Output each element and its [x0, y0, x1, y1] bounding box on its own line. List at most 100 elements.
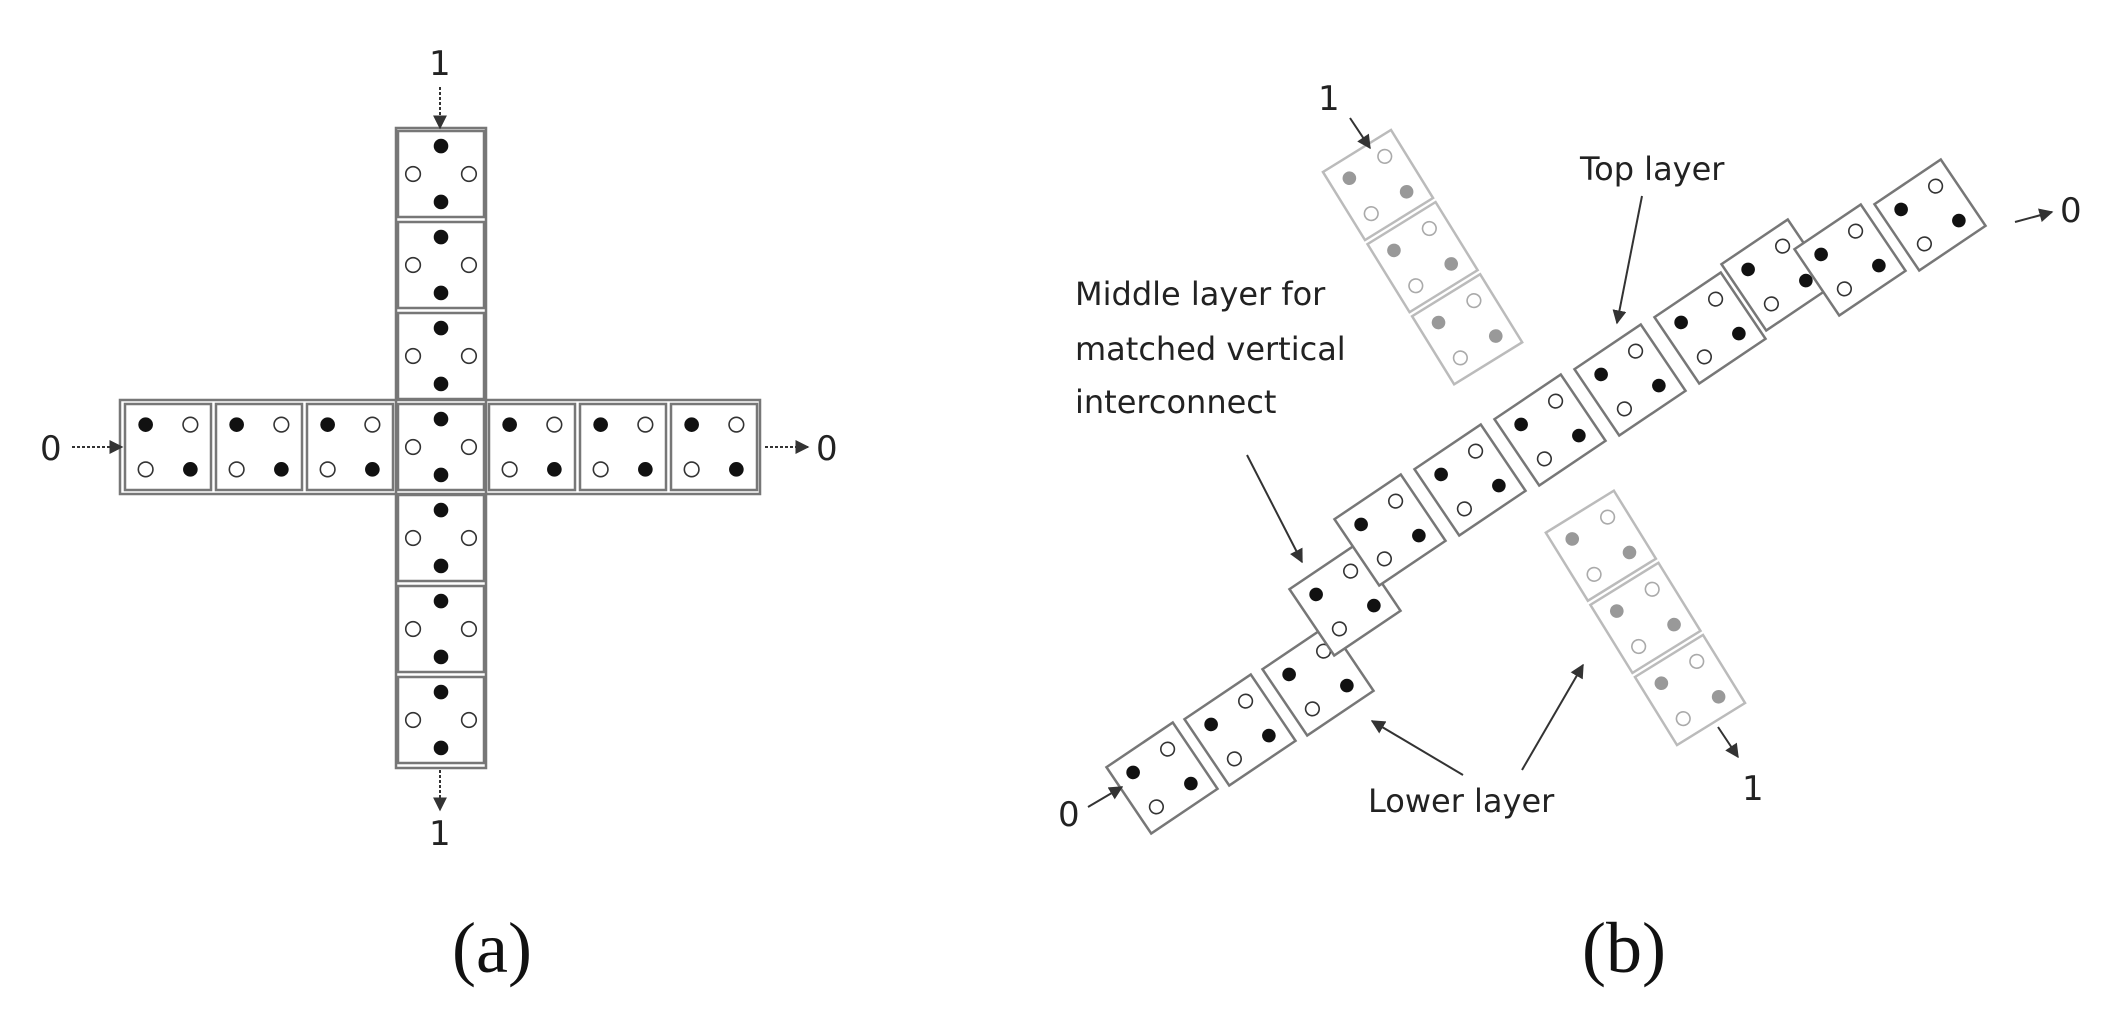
filled-dot: [433, 502, 449, 518]
faded-cell-group: [1410, 272, 1524, 387]
open-dot: [460, 438, 478, 456]
cell-border: [1652, 270, 1768, 386]
cell-border: [487, 402, 577, 492]
arrow-b-output-bottom: [1717, 726, 1739, 759]
filled-dot: [183, 462, 198, 477]
vertical-wire-cell: [396, 220, 486, 310]
open-dot: [182, 416, 199, 433]
vertical-wire-cell: [396, 584, 486, 674]
arrow-b-output-right: [2014, 208, 2054, 223]
open-dot: [1775, 238, 1791, 254]
open-dot: [1408, 278, 1424, 294]
filled-dot: [433, 558, 449, 574]
top-layer-cell: [1872, 157, 1988, 273]
filled-dot: [433, 684, 449, 700]
panel-b-output-right-label: 0: [2060, 191, 2082, 231]
faded-cell-group: [1588, 561, 1703, 675]
filled-dot: [433, 467, 449, 483]
filled-dot: [1610, 604, 1624, 618]
black-cell-group: [1492, 372, 1608, 488]
lower-layer-label: Lower layer: [1368, 782, 1555, 820]
pointer-lower-layer-right: [1521, 663, 1584, 771]
filled-dot: [229, 417, 244, 432]
filled-dot: [1952, 213, 1966, 228]
filled-dot: [1309, 587, 1323, 602]
open-dot: [1548, 393, 1564, 409]
open-dot: [1928, 178, 1944, 194]
open-dot: [319, 461, 336, 478]
cell-border: [1544, 488, 1658, 603]
lower-layer-cell: [1588, 561, 1703, 675]
middle-layer-label-line3: interconnect: [1075, 383, 1276, 421]
cell-border: [1321, 128, 1435, 242]
filled-dot: [684, 417, 699, 432]
panel-a-cells: [118, 126, 762, 770]
top-layer-cell: [1182, 672, 1298, 788]
open-dot: [683, 461, 700, 478]
filled-dot: [1262, 728, 1276, 743]
vertical-wire-cell: [396, 675, 486, 765]
black-cell-group: [1872, 157, 1988, 273]
panel-b-input-bottom-left-label: 0: [1058, 795, 1080, 835]
open-dot: [273, 416, 290, 433]
open-dot: [592, 461, 609, 478]
open-dot: [1421, 220, 1437, 237]
filled-dot: [1894, 202, 1908, 217]
open-dot: [1675, 711, 1691, 727]
black-cell-group: [1182, 672, 1298, 788]
top-layer-cell: [1652, 270, 1768, 386]
open-dot: [1628, 343, 1644, 359]
horizontal-wire-cell: [487, 402, 577, 492]
filled-dot: [1652, 378, 1666, 393]
filled-dot: [1282, 667, 1296, 682]
open-dot: [1468, 443, 1484, 459]
filled-dot: [547, 462, 562, 477]
open-dot: [1644, 581, 1660, 597]
cell-border: [1572, 322, 1688, 438]
pointer-middle-layer: [1246, 454, 1303, 564]
filled-dot: [433, 320, 449, 336]
open-dot: [460, 256, 478, 274]
open-dot: [1388, 493, 1404, 509]
top-layer-cell: [1260, 622, 1376, 738]
filled-dot: [433, 411, 449, 427]
faded-cell-group: [1544, 488, 1658, 603]
filled-dot: [433, 138, 449, 154]
cell-border: [305, 402, 395, 492]
lower-layer-cell: [1410, 272, 1524, 387]
top-layer-cell: [1572, 322, 1688, 438]
vertical-wire-cell: [396, 493, 486, 583]
open-dot: [1696, 349, 1712, 365]
open-dot: [728, 416, 745, 433]
open-dot: [1708, 291, 1724, 307]
open-dot: [404, 711, 422, 729]
open-dot: [501, 461, 518, 478]
open-dot: [1916, 236, 1932, 252]
filled-dot: [1572, 428, 1586, 443]
panel-a-caption: (a): [452, 908, 532, 988]
open-dot: [637, 416, 654, 433]
panel-a-coplanar-crossover: 0 0 1 1 (a): [40, 44, 838, 988]
panel-a-vertical-output-label: 1: [429, 814, 451, 854]
filled-dot: [365, 462, 380, 477]
filled-dot: [274, 462, 289, 477]
open-dot: [460, 529, 478, 547]
cell-border: [1260, 622, 1376, 738]
open-dot: [1466, 293, 1482, 309]
open-dot: [1238, 693, 1254, 709]
open-dot: [1452, 350, 1468, 366]
open-dot: [546, 416, 563, 433]
filled-dot: [729, 462, 744, 477]
open-dot: [404, 438, 422, 456]
open-dot: [460, 165, 478, 183]
panel-a-vertical-input-label: 1: [429, 44, 451, 84]
cell-border: [1492, 372, 1608, 488]
open-dot: [1377, 148, 1393, 164]
top-layer-cell: [1412, 422, 1528, 538]
open-dot: [228, 461, 245, 478]
black-cell-group: [1412, 422, 1528, 538]
cell-border: [1182, 672, 1298, 788]
filled-dot: [502, 417, 517, 432]
middle-layer-label-line2: matched vertical: [1075, 330, 1346, 368]
